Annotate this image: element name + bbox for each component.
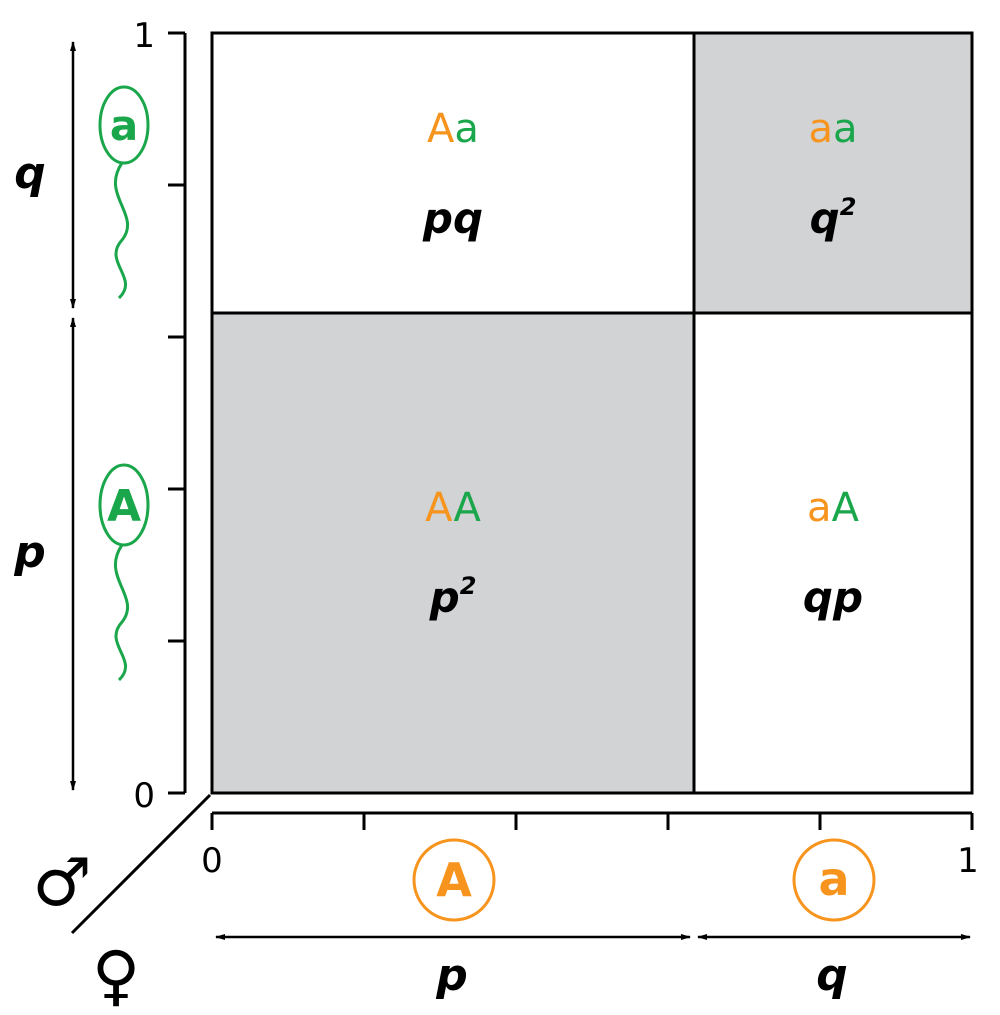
sperm-allele-a: a [110, 101, 138, 150]
diagonal-divider [70, 793, 212, 935]
female-symbol: ♀ [92, 937, 140, 1014]
freq-base: p [429, 573, 460, 622]
male-symbol: ♂ [32, 844, 91, 921]
bottom-freq-p: p [435, 950, 468, 1001]
genotype-bottom-right: aA [807, 485, 860, 531]
x-tick-label-0: 0 [201, 841, 223, 881]
frequency-top-right: q2 [810, 193, 857, 243]
frequency-bottom-left: p2 [429, 572, 477, 622]
frequency-top-left: pq [422, 194, 483, 243]
paternal-allele: a [833, 106, 858, 152]
maternal-allele: A [427, 106, 455, 152]
left-freq-q: q [14, 148, 46, 199]
y-tick-label-0: 0 [133, 776, 155, 816]
freq-exponent: 2 [460, 572, 477, 600]
egg-icon-a: a [792, 838, 876, 922]
x-axis [210, 811, 974, 830]
cell-bottom-right [692, 311, 974, 795]
paternal-allele: A [454, 485, 482, 531]
sperm-icon-a: a [98, 85, 150, 300]
maternal-allele: a [808, 106, 833, 152]
egg-icon-A: A [412, 838, 496, 922]
genotype-bottom-left: AA [425, 485, 481, 531]
sperm-allele-A: A [107, 481, 141, 532]
paternal-allele: a [454, 106, 479, 152]
x-tick-label-1: 1 [957, 841, 979, 881]
egg-allele-A: A [436, 853, 472, 907]
paternal-allele: A [832, 485, 860, 531]
bottom-freq-q: q [816, 950, 848, 1001]
cell-top-left [210, 31, 696, 315]
y-tick-label-1: 1 [133, 16, 155, 56]
cell-bottom-left [210, 311, 696, 795]
freq-base: q [810, 194, 840, 243]
left-freq-p: p [13, 527, 46, 578]
y-axis [168, 31, 187, 795]
genotype-top-left: Aa [427, 106, 479, 152]
frequency-bottom-right: qp [803, 573, 863, 622]
genotype-top-right: aa [808, 106, 857, 152]
sperm-icon-A: A [98, 463, 150, 682]
maternal-allele: a [807, 485, 832, 531]
egg-allele-a: a [818, 852, 849, 906]
freq-exponent: 2 [840, 193, 857, 221]
maternal-allele: A [425, 485, 453, 531]
cell-top-right [692, 31, 974, 315]
